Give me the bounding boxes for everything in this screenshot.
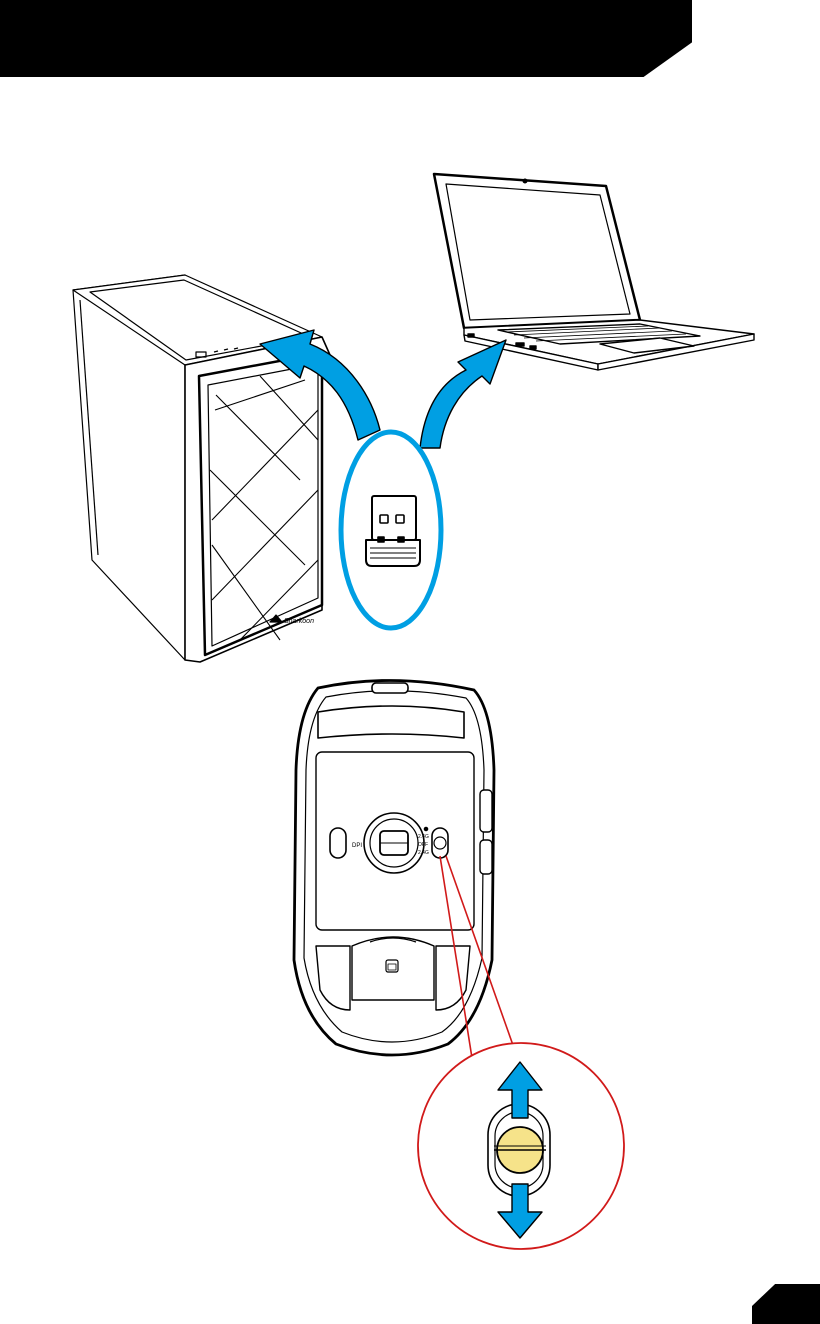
plug-into-laptop-arrow [420, 340, 506, 448]
pc-tower-icon: Sharkoon [73, 275, 330, 662]
mouse-bottom-icon: DPI [294, 680, 494, 1055]
switch-label-mid: OFF [418, 842, 428, 848]
pc-brand-text: Sharkoon [284, 618, 314, 625]
switch-label-bottom: 2.4G [418, 850, 429, 856]
switch-labels: 2.4G OFF 2.4G [418, 834, 429, 856]
dpi-label: DPI [352, 843, 362, 849]
laptop-icon [434, 174, 754, 370]
switch-label-top: 2.4G [418, 834, 429, 840]
usb-dongle-icon [366, 496, 420, 566]
